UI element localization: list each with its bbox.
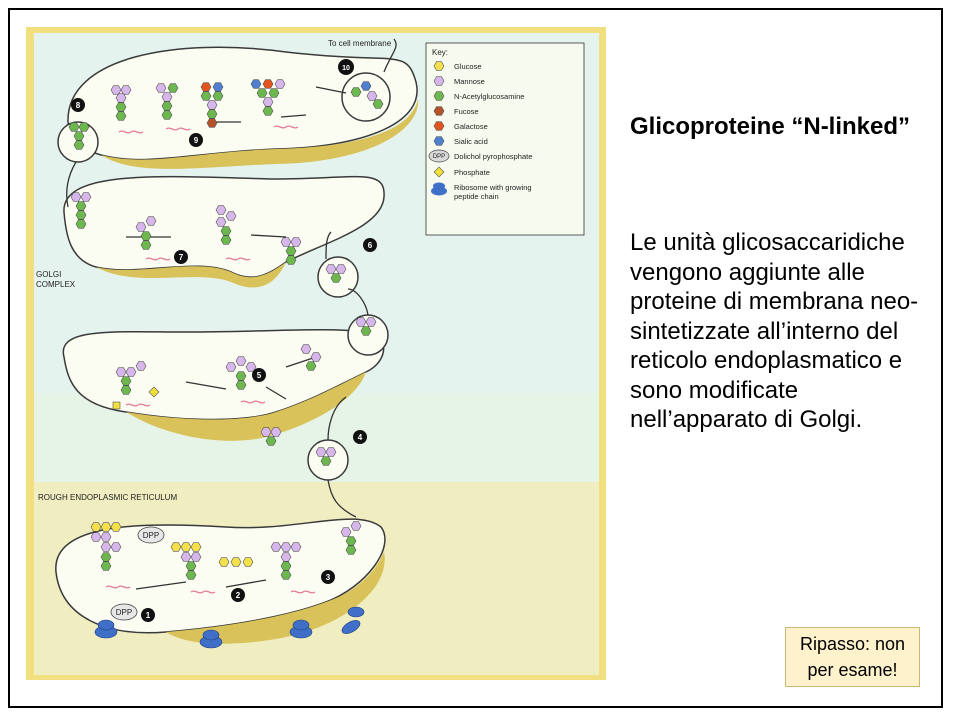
legend-key: Key: GlucoseMannoseN-AcetylglucosamineFu… bbox=[426, 43, 584, 235]
svg-text:3: 3 bbox=[326, 573, 331, 582]
svg-text:2: 2 bbox=[236, 591, 241, 600]
svg-text:5: 5 bbox=[257, 371, 262, 380]
legend-item-mannose: Mannose bbox=[434, 77, 485, 86]
legend-item-dolichol-pyrophosphate: DPP Dolichol pyrophosphate bbox=[429, 150, 532, 162]
dpp-marker-2: DPP bbox=[111, 604, 137, 620]
step-badge-9: 9 bbox=[189, 133, 203, 147]
to-cell-membrane-label: To cell membrane bbox=[328, 39, 392, 48]
legend-label: Dolichol pyrophosphate bbox=[454, 152, 532, 161]
svg-text:8: 8 bbox=[76, 101, 81, 110]
legend-item-fucose: Fucose bbox=[434, 107, 479, 116]
step-badge-1: 1 bbox=[141, 608, 155, 622]
step-badge-3: 3 bbox=[321, 570, 335, 584]
legend-item-galactose: Galactose bbox=[434, 122, 488, 131]
legend-label: N-Acetylglucosamine bbox=[454, 92, 524, 101]
golgi-label-line2: COMPLEX bbox=[36, 280, 76, 289]
legend-item-glucose: Glucose bbox=[434, 62, 482, 71]
svg-text:10: 10 bbox=[342, 65, 350, 72]
legend-label: Mannose bbox=[454, 77, 485, 86]
svg-text:1: 1 bbox=[146, 611, 151, 620]
slide-title: Glicoproteine “N-linked” bbox=[630, 112, 930, 142]
legend-item-sialic-acid: Sialic acid bbox=[434, 137, 488, 146]
legend-title: Key: bbox=[432, 48, 448, 57]
golgi-label-line1: GOLGI bbox=[36, 270, 61, 279]
svg-text:9: 9 bbox=[194, 136, 199, 145]
svg-text:DPP: DPP bbox=[116, 608, 132, 617]
svg-text:6: 6 bbox=[368, 241, 373, 250]
svg-text:DPP: DPP bbox=[143, 531, 159, 540]
legend-label: Fucose bbox=[454, 107, 479, 116]
legend-label: Glucose bbox=[454, 62, 482, 71]
step-badge-7: 7 bbox=[174, 250, 188, 264]
step-badge-2: 2 bbox=[231, 588, 245, 602]
legend-label: Galactose bbox=[454, 122, 488, 131]
review-note-badge: Ripasso: non per esame! bbox=[785, 627, 920, 687]
rer-label: ROUGH ENDOPLASMIC RETICULUM bbox=[38, 493, 177, 502]
svg-text:4: 4 bbox=[358, 433, 363, 442]
svg-text:7: 7 bbox=[179, 253, 184, 262]
legend-label: Phosphate bbox=[454, 168, 490, 177]
step-badge-8: 8 bbox=[71, 98, 85, 112]
step-badge-4: 4 bbox=[353, 430, 367, 444]
step-badge-5: 5 bbox=[252, 368, 266, 382]
legend-label: Sialic acid bbox=[454, 137, 488, 146]
glycosylation-diagram: DPP DPP 1 2 3 4 5 6 7 8 9 10 To cell mem… bbox=[26, 27, 606, 680]
dpp-marker-1: DPP bbox=[138, 527, 164, 543]
step-badge-6: 6 bbox=[363, 238, 377, 252]
svg-text:DPP: DPP bbox=[433, 154, 445, 160]
step-badge-10: 10 bbox=[338, 59, 354, 75]
slide-body: Le unità glicosaccaridiche vengono aggiu… bbox=[630, 228, 940, 435]
